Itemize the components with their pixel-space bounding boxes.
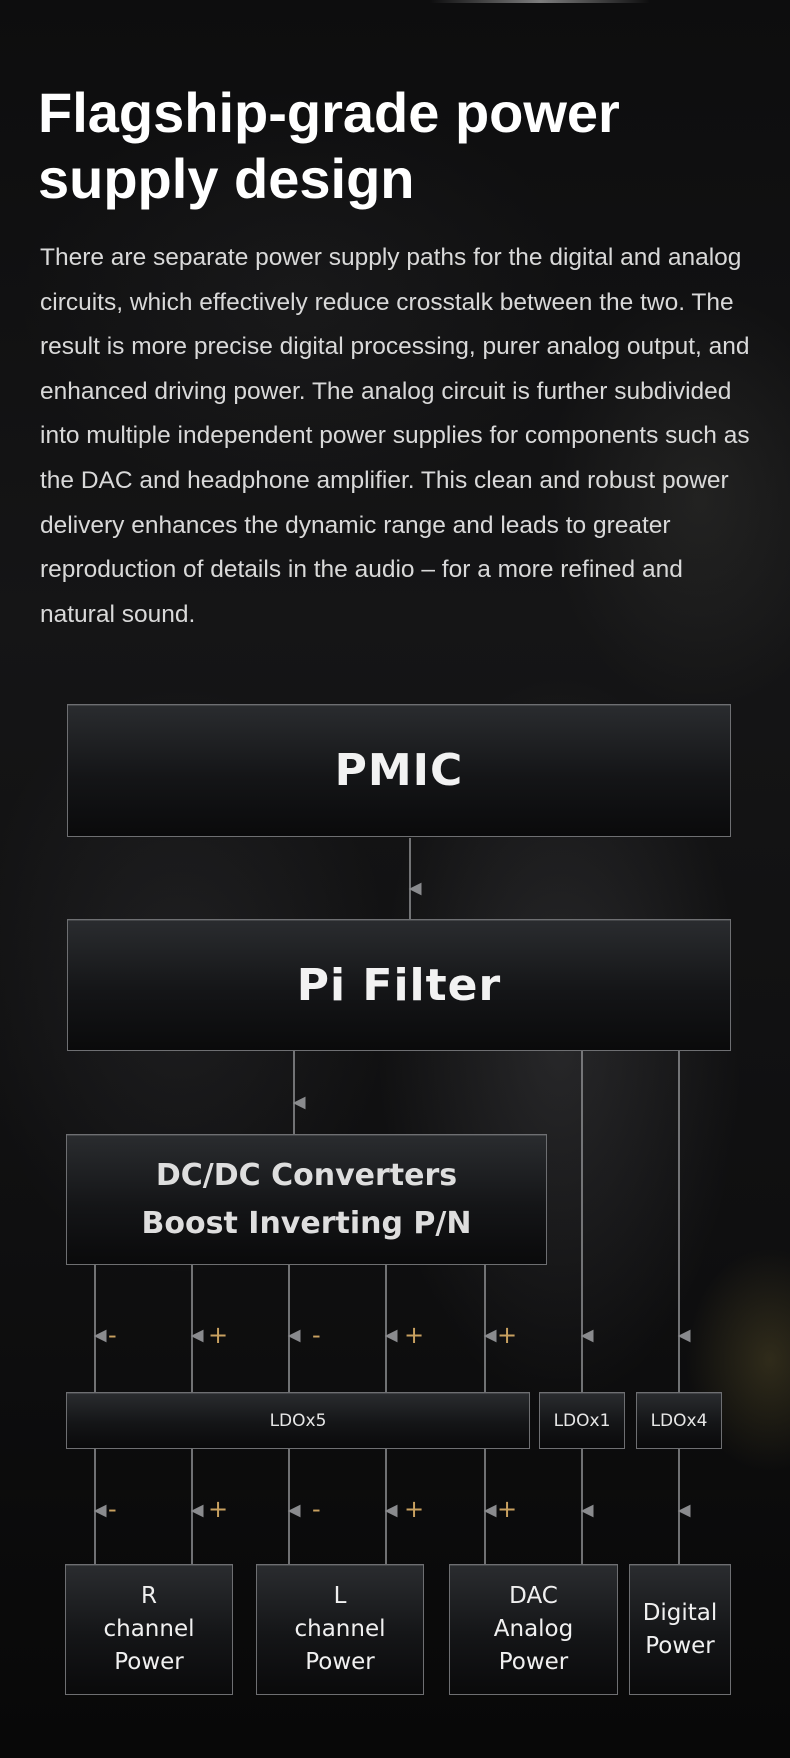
- digital-power-box: Digital Power: [629, 1564, 731, 1695]
- minus-sign: -: [108, 1321, 117, 1349]
- page-title: Flagship-grade power supply design: [38, 81, 620, 210]
- plus-sign: +: [208, 1321, 229, 1349]
- dac-analog-power-label: DAC Analog Power: [493, 1583, 574, 1675]
- pi-filter-label: Pi Filter: [296, 959, 502, 1011]
- ldo-x5-label: LDOx5: [269, 1410, 327, 1431]
- dac-analog-power-box: DAC Analog Power: [449, 1564, 618, 1695]
- dcdc-converters-box: DC/DC Converters Boost Inverting P/N: [66, 1134, 547, 1265]
- ldo-x4-box: LDOx4: [636, 1392, 722, 1449]
- top-accent-line: [430, 0, 650, 3]
- pmic-box: PMIC: [67, 704, 731, 837]
- r-channel-power-box: R channel Power: [65, 1564, 233, 1695]
- pi-filter-box: Pi Filter: [67, 919, 731, 1051]
- description-paragraph: There are separate power supply paths fo…: [40, 244, 750, 628]
- dcdc-label: DC/DC Converters Boost Inverting P/N: [141, 1157, 472, 1241]
- ldo-x1-label: LDOx1: [553, 1410, 611, 1431]
- plus-sign: +: [497, 1321, 518, 1349]
- digital-power-label: Digital Power: [642, 1599, 718, 1659]
- r-channel-power-label: R channel Power: [103, 1583, 195, 1675]
- plus-sign: +: [497, 1495, 518, 1523]
- ldo-x1-box: LDOx1: [539, 1392, 625, 1449]
- ldo-x4-label: LDOx4: [650, 1410, 708, 1431]
- minus-sign: -: [312, 1495, 321, 1523]
- plus-sign: +: [404, 1495, 425, 1523]
- pmic-label: PMIC: [334, 745, 464, 796]
- minus-sign: -: [312, 1321, 321, 1349]
- ldo-x5-box: LDOx5: [66, 1392, 530, 1449]
- minus-sign: -: [108, 1495, 117, 1523]
- l-channel-power-label: L channel Power: [294, 1583, 386, 1675]
- plus-sign: +: [208, 1495, 229, 1523]
- l-channel-power-box: L channel Power: [256, 1564, 424, 1695]
- plus-sign: +: [404, 1321, 425, 1349]
